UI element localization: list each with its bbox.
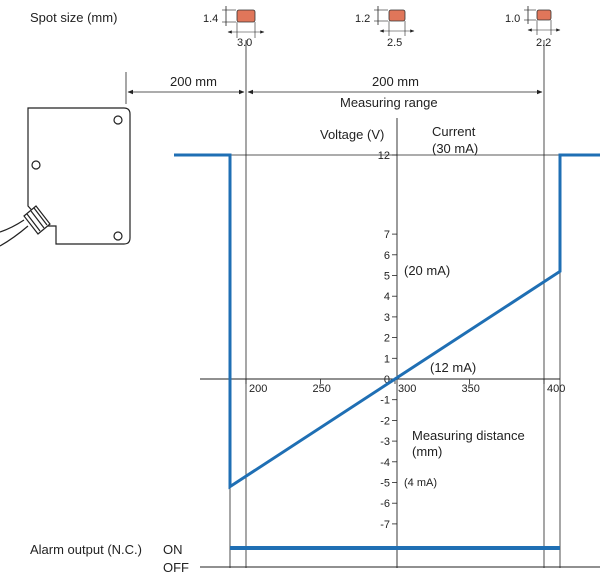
range-label: Measuring range (340, 95, 438, 110)
spot-h-3: 1.0 (505, 13, 520, 25)
ma-12-label: (12 mA) (430, 360, 476, 375)
y-ticks: 12 7 6 5 4 3 2 1 0 -1 -2 -3 -4 -5 -6 -7 (378, 150, 397, 531)
ma-20-label: (20 mA) (404, 263, 450, 278)
x-ticks: 200 250 300 350 400 (245, 379, 565, 395)
spot-rect-1 (236, 9, 256, 23)
alarm-off-label: OFF (163, 560, 189, 575)
y-tick-label: -2 (380, 415, 390, 427)
spot-w-2: 2.5 (387, 37, 402, 49)
spot-h-1: 1.4 (203, 13, 218, 25)
x-tick-label: 400 (547, 383, 565, 395)
y-tick-label: 3 (384, 312, 390, 324)
current-unit-label: (30 mA) (432, 141, 478, 156)
y-tick-label: -3 (380, 436, 390, 448)
y-tick-label: -4 (380, 457, 390, 469)
spot-size-3: 1.0 2.2 (505, 6, 561, 49)
distance-unit-label: (mm) (412, 444, 442, 459)
y-tick-label: 1 (384, 353, 390, 365)
dim-left-label: 200 mm (170, 74, 217, 89)
x-tick-label: 200 (249, 383, 267, 395)
alarm-on-label: ON (163, 542, 183, 557)
x-tick-label: 350 (462, 383, 480, 395)
x-tick-label: 300 (398, 383, 416, 395)
y-tick-label: -7 (380, 519, 390, 531)
y-tick-label: -1 (380, 395, 390, 407)
y-tick-label: 6 (384, 250, 390, 262)
y-tick-label: 5 (384, 271, 390, 283)
alarm-on-bar (230, 546, 560, 550)
distance-label: Measuring distance (412, 428, 525, 443)
ma-4-label: (4 mA) (404, 477, 437, 489)
spot-rect-2 (388, 9, 406, 22)
y-tick-label: 2 (384, 333, 390, 345)
spot-size-title: Spot size (mm) (30, 10, 117, 25)
y-tick-label: 0 (384, 374, 390, 386)
current-axis-label: Current (432, 124, 476, 139)
spot-size-1: 1.4 3.0 (203, 6, 265, 49)
y-tick-label: 7 (384, 229, 390, 241)
voltage-axis-label: Voltage (V) (320, 127, 384, 142)
sensor-icon (0, 107, 131, 247)
x-tick-label: 250 (313, 383, 331, 395)
spot-h-2: 1.2 (355, 13, 370, 25)
y-tick-label: 4 (384, 291, 390, 303)
dim-right-label: 200 mm (372, 74, 419, 89)
spot-rect-3 (536, 9, 552, 21)
y-tick-label: -5 (380, 478, 390, 490)
y-tick-label: 12 (378, 150, 390, 162)
spot-size-2: 1.2 2.5 (355, 6, 415, 49)
alarm-label: Alarm output (N.C.) (30, 542, 142, 557)
y-tick-label: -6 (380, 498, 390, 510)
output-characteristic-line (174, 153, 600, 490)
spot-w-1: 3.0 (237, 37, 252, 49)
